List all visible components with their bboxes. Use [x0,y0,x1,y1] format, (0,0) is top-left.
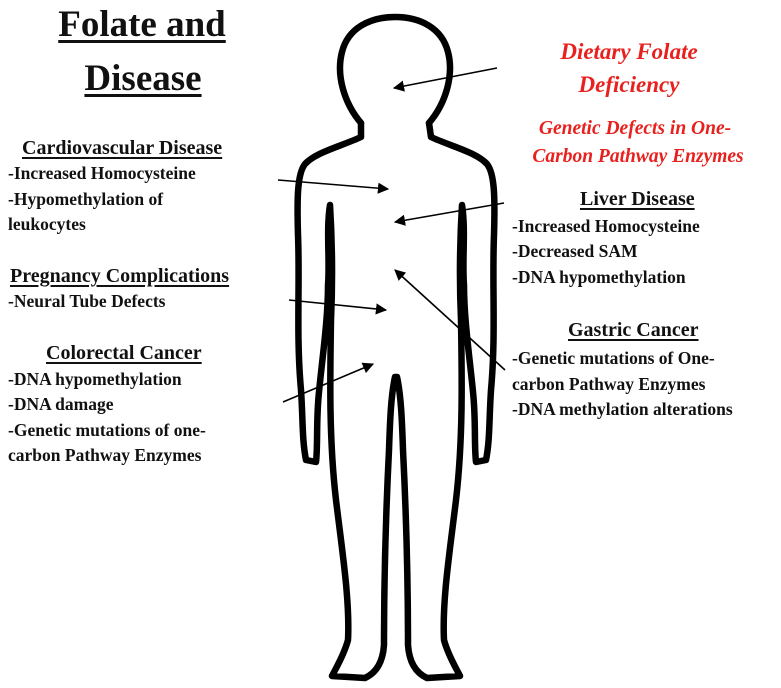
colorectal-item: -DNA damage [8,396,113,414]
arrow-gastric [395,270,505,370]
gastric-item: -Genetic mutations of One- [512,350,715,368]
pregnancy-heading: Pregnancy Complications [10,266,229,286]
genetic-defects-line2: Carbon Pathway Enzymes [532,147,743,167]
arrow-pregnancy [289,300,386,310]
liver-item: -Increased Homocysteine [512,218,700,236]
liver-heading: Liver Disease [580,189,695,209]
arrow-liver [395,203,504,222]
diagram-title-line1: Folate and [58,6,226,43]
dietary-deficiency-line2: Deficiency [579,73,680,96]
gastric-item: carbon Pathway Enzymes [512,376,705,394]
cardiovascular-item: leukocytes [8,216,86,234]
body-outline [298,123,495,678]
human-silhouette [298,17,495,678]
arrow-cardiovascular [278,180,388,189]
gastric-item: -DNA methylation alterations [512,401,733,419]
diagram-title-line2: Disease [84,60,201,97]
dietary-deficiency-line1: Dietary Folate [560,40,697,63]
genetic-defects-line1: Genetic Defects in One- [539,119,731,139]
cardiovascular-heading: Cardiovascular Disease [22,138,222,158]
colorectal-item: -Genetic mutations of one- [8,422,206,440]
gastric-heading: Gastric Cancer [568,320,699,340]
liver-item: -DNA hypomethylation [512,269,686,287]
cardiovascular-item: -Increased Homocysteine [8,165,196,183]
colorectal-item: carbon Pathway Enzymes [8,447,201,465]
head-outline [340,17,450,123]
pregnancy-item: -Neural Tube Defects [8,293,165,311]
cardiovascular-item: -Hypomethylation of [8,191,163,209]
colorectal-item: -DNA hypomethylation [8,371,182,389]
liver-item: -Decreased SAM [512,243,638,261]
colorectal-heading: Colorectal Cancer [46,343,202,363]
